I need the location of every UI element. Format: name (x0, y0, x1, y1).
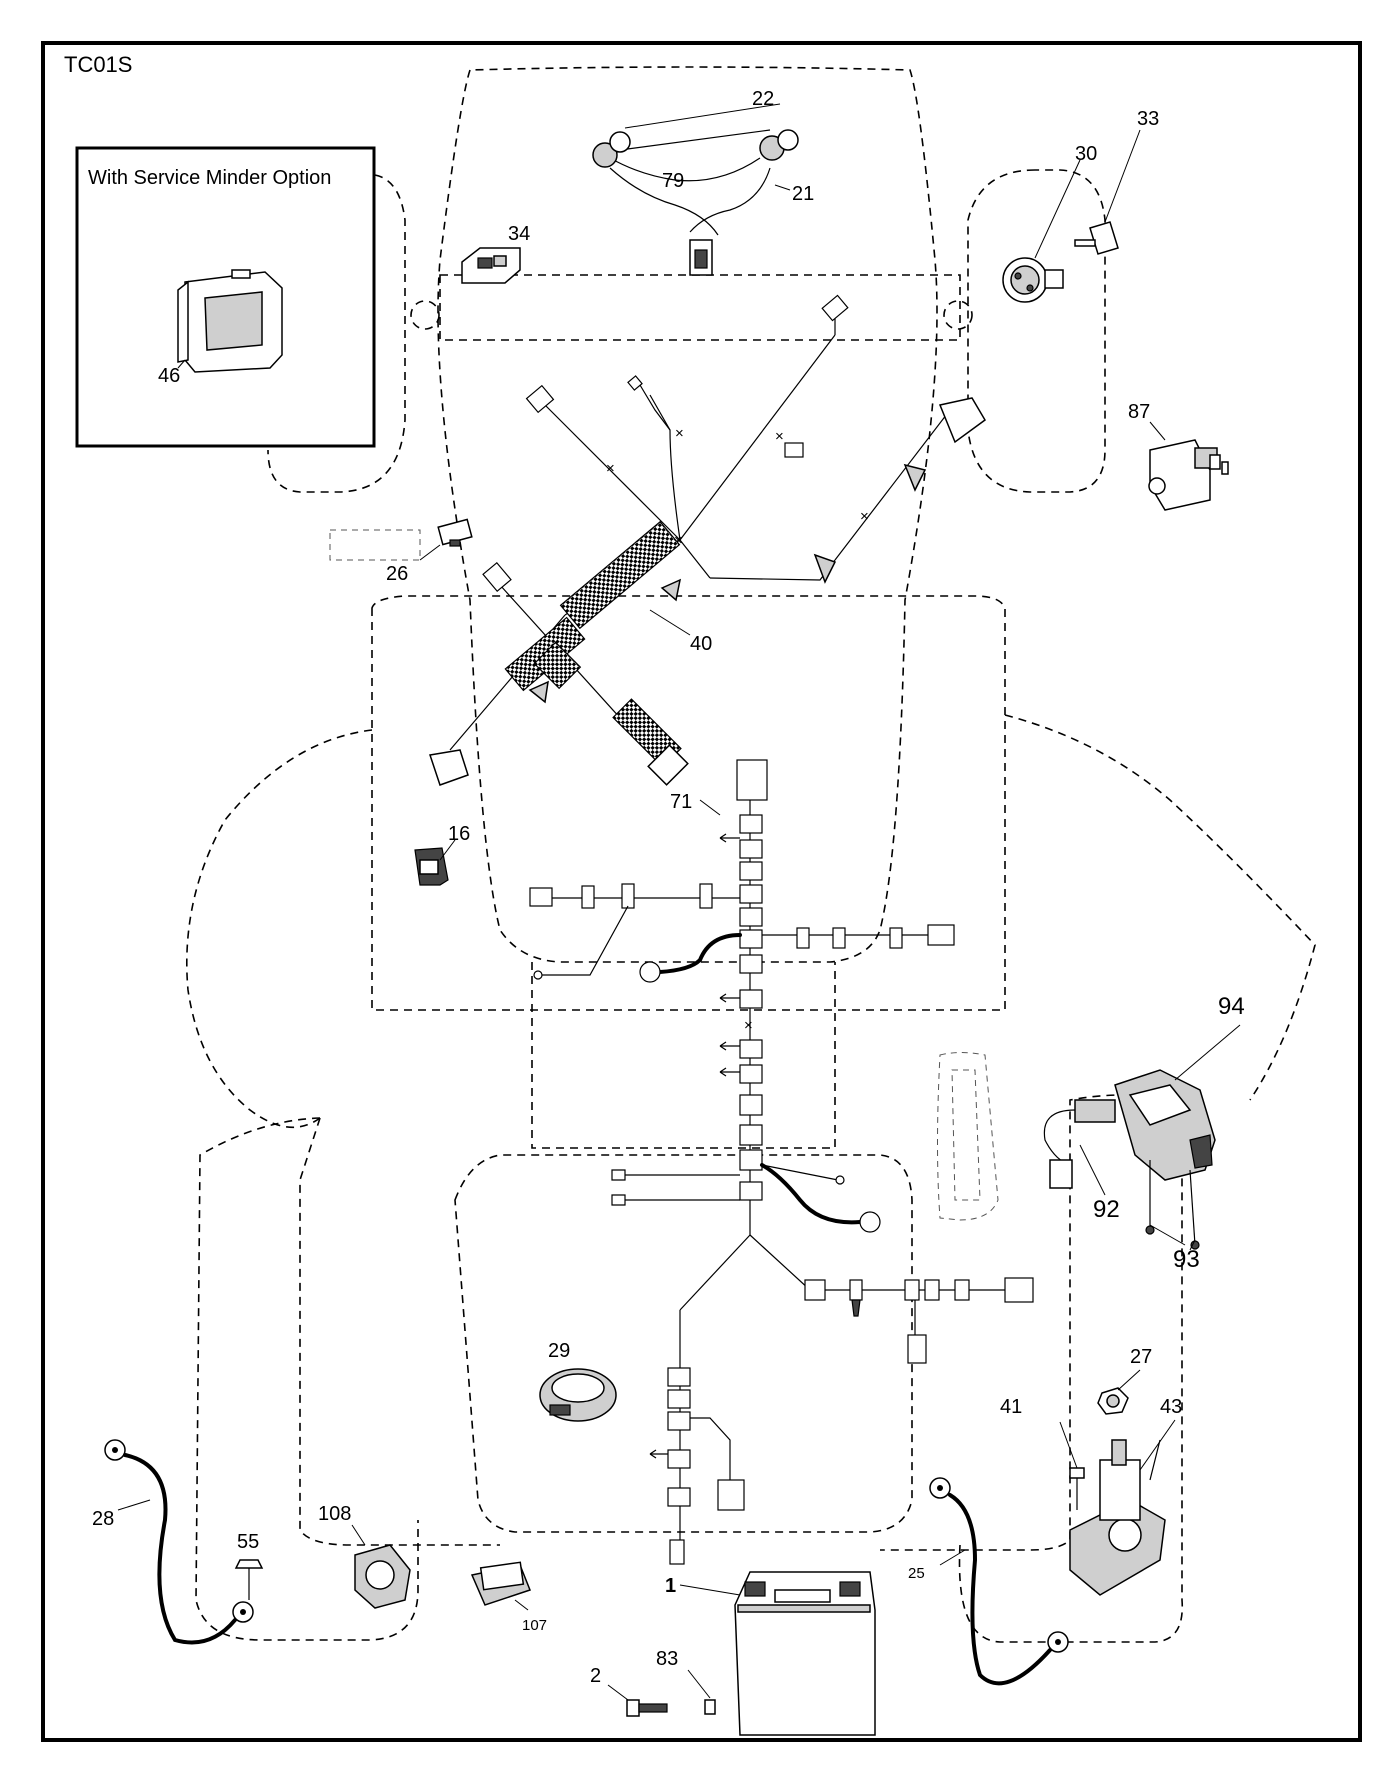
callout-33: 33 (1137, 108, 1159, 130)
ignition-key (1074, 221, 1119, 255)
svg-text:×: × (775, 428, 784, 445)
battery (734, 1571, 876, 1736)
callout-41: 41 (1000, 1396, 1022, 1418)
module-107 (470, 1561, 531, 1606)
callout-27: 27 (1130, 1346, 1152, 1368)
ignition-switch (1002, 257, 1064, 303)
nut (1097, 1387, 1129, 1415)
callout-1: 1 (665, 1575, 676, 1597)
positive-cable (929, 1477, 1069, 1686)
service-minder-display (177, 269, 283, 373)
service-minder-inset: With Service Minder Option 46 (75, 146, 376, 448)
ignition-module (1043, 1069, 1216, 1250)
callout-30: 30 (1075, 143, 1097, 165)
callout-34: 34 (508, 223, 530, 245)
svg-text:×: × (675, 425, 684, 442)
callout-29: 29 (548, 1340, 570, 1362)
callout-28: 28 (92, 1508, 114, 1530)
battery-bolt (626, 1699, 668, 1717)
callout-2: 2 (590, 1665, 601, 1687)
callout-71: 71 (670, 791, 692, 813)
callout-83: 83 (656, 1648, 678, 1670)
diagram-code: TC01S (64, 52, 132, 77)
chassis-wire-harness: × (529, 759, 1034, 1565)
callout-87: 87 (1128, 401, 1150, 423)
callout-94: 94 (1218, 993, 1245, 1020)
callout-21: 21 (792, 183, 814, 205)
callout-40: 40 (690, 633, 712, 655)
ground-cable (104, 1439, 254, 1645)
module-108 (354, 1544, 411, 1609)
svg-text:×: × (744, 1017, 753, 1034)
seat-switch (414, 847, 449, 886)
callout-22: 22 (752, 88, 774, 110)
callout-26: 26 (386, 563, 408, 585)
horn-plug (539, 1368, 617, 1422)
rocker-switch (461, 247, 521, 284)
callout-92: 92 (1093, 1196, 1120, 1223)
callout-79: 79 (662, 170, 684, 192)
callout-55: 55 (237, 1531, 259, 1553)
svg-text:×: × (606, 460, 615, 477)
headlight-assembly (592, 129, 799, 276)
callout-93: 93 (1173, 1246, 1200, 1273)
callout-16: 16 (448, 823, 470, 845)
callout-107: 107 (522, 1617, 547, 1634)
callout-43: 43 (1160, 1396, 1182, 1418)
svg-text:×: × (860, 508, 869, 525)
callout-46: 46 (158, 365, 180, 387)
relay (1148, 439, 1229, 511)
svg-text:×: × (674, 532, 683, 549)
main-wire-harness: × × × × × (429, 294, 986, 786)
inset-title: With Service Minder Option (88, 167, 331, 189)
callout-108: 108 (318, 1503, 351, 1525)
starter-solenoid (1069, 1439, 1166, 1596)
bolt (1069, 1467, 1085, 1510)
diagram-frame (41, 41, 1362, 1742)
battery-nut (704, 1699, 716, 1715)
bolt-55 (234, 1559, 264, 1600)
callout-25: 25 (908, 1565, 925, 1582)
fuse (437, 518, 473, 547)
